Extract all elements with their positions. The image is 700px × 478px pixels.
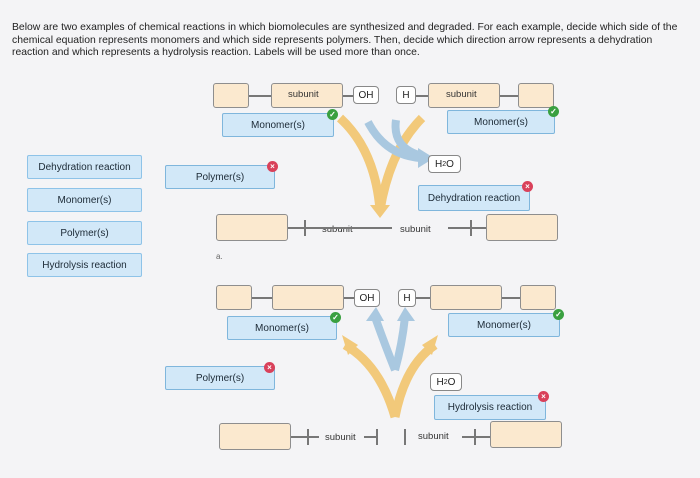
bond-line xyxy=(364,436,376,438)
a-answer-monomer-right[interactable]: Monomer(s) xyxy=(447,110,555,134)
a-top-right-subunit-box xyxy=(428,83,500,108)
bond-line xyxy=(307,436,319,438)
b-top-right-subunit-box xyxy=(430,285,502,310)
bank-label-monomer[interactable]: Monomer(s) xyxy=(27,188,142,212)
instructions-text: Below are two examples of chemical react… xyxy=(12,22,678,59)
a-bottom-right-subunit-label: subunit xyxy=(400,224,431,235)
b-top-right-unit xyxy=(520,285,556,310)
bond-line xyxy=(462,436,490,438)
bond-line xyxy=(304,227,392,229)
bond-line xyxy=(376,429,378,445)
example-a-letter: a. xyxy=(216,252,223,261)
b-bottom-left-unit xyxy=(219,423,291,450)
water-h: H xyxy=(435,158,443,170)
bond-line xyxy=(404,429,406,445)
b-answer-polymer[interactable]: Polymer(s) xyxy=(165,366,275,390)
a-bottom-left-unit xyxy=(216,214,288,241)
b-top-left-unit xyxy=(216,285,252,310)
a-h-group: H xyxy=(396,86,416,104)
bond-line xyxy=(252,297,272,299)
a-oh-group: OH xyxy=(353,86,379,104)
b-h-group: H xyxy=(398,289,416,307)
x-badge-icon: × xyxy=(264,362,275,373)
check-badge-icon: ✓ xyxy=(553,309,564,320)
a-top-left-unit xyxy=(213,83,249,108)
reaction-arrows-b xyxy=(342,307,438,419)
bond-line xyxy=(343,95,353,97)
a-top-right-unit xyxy=(518,83,554,108)
a-bottom-right-unit xyxy=(486,214,558,241)
a-bottom-left-subunit-label: subunit xyxy=(322,224,353,235)
a-answer-monomer-left[interactable]: Monomer(s) xyxy=(222,113,334,137)
bond-line xyxy=(249,95,271,97)
bond-line xyxy=(288,227,304,229)
a-answer-reaction[interactable]: Dehydration reaction xyxy=(418,185,530,211)
water-o: O xyxy=(446,158,454,170)
x-badge-icon: × xyxy=(522,181,533,192)
b-answer-monomer-right[interactable]: Monomer(s) xyxy=(448,313,560,337)
check-badge-icon: ✓ xyxy=(327,109,338,120)
b-oh-group: OH xyxy=(354,289,380,307)
bank-label-polymer[interactable]: Polymer(s) xyxy=(27,221,142,245)
bond-line xyxy=(470,220,472,236)
b-answer-reaction[interactable]: Hydrolysis reaction xyxy=(434,395,546,420)
b-bottom-right-subunit-label: subunit xyxy=(418,431,449,442)
b-answer-monomer-left[interactable]: Monomer(s) xyxy=(227,316,337,340)
bond-line xyxy=(291,436,307,438)
bond-line xyxy=(344,297,354,299)
bond-line xyxy=(474,429,476,445)
water-subscript: 2 xyxy=(442,160,447,168)
a-top-left-subunit-box xyxy=(271,83,343,108)
check-badge-icon: ✓ xyxy=(330,312,341,323)
x-badge-icon: × xyxy=(267,161,278,172)
a-answer-polymer[interactable]: Polymer(s) xyxy=(165,165,275,189)
water-o: O xyxy=(447,376,456,388)
water-h: H xyxy=(436,376,444,388)
a-top-left-subunit-label: subunit xyxy=(288,89,319,100)
bank-label-hydrolysis[interactable]: Hydrolysis reaction xyxy=(27,253,142,277)
bank-label-dehydration[interactable]: Dehydration reaction xyxy=(27,155,142,179)
bond-line xyxy=(416,297,430,299)
reaction-arrows-a xyxy=(336,114,434,218)
x-badge-icon: × xyxy=(538,391,549,402)
b-bottom-right-unit xyxy=(490,421,562,448)
bond-line xyxy=(500,95,518,97)
check-badge-icon: ✓ xyxy=(548,106,559,117)
a-top-right-subunit-label: subunit xyxy=(446,89,477,100)
bond-line xyxy=(502,297,520,299)
water-subscript: 2 xyxy=(443,378,448,386)
b-bottom-left-subunit-label: subunit xyxy=(325,432,356,443)
bond-line xyxy=(448,227,486,229)
b-top-left-subunit-box xyxy=(272,285,344,310)
bond-line xyxy=(416,95,428,97)
